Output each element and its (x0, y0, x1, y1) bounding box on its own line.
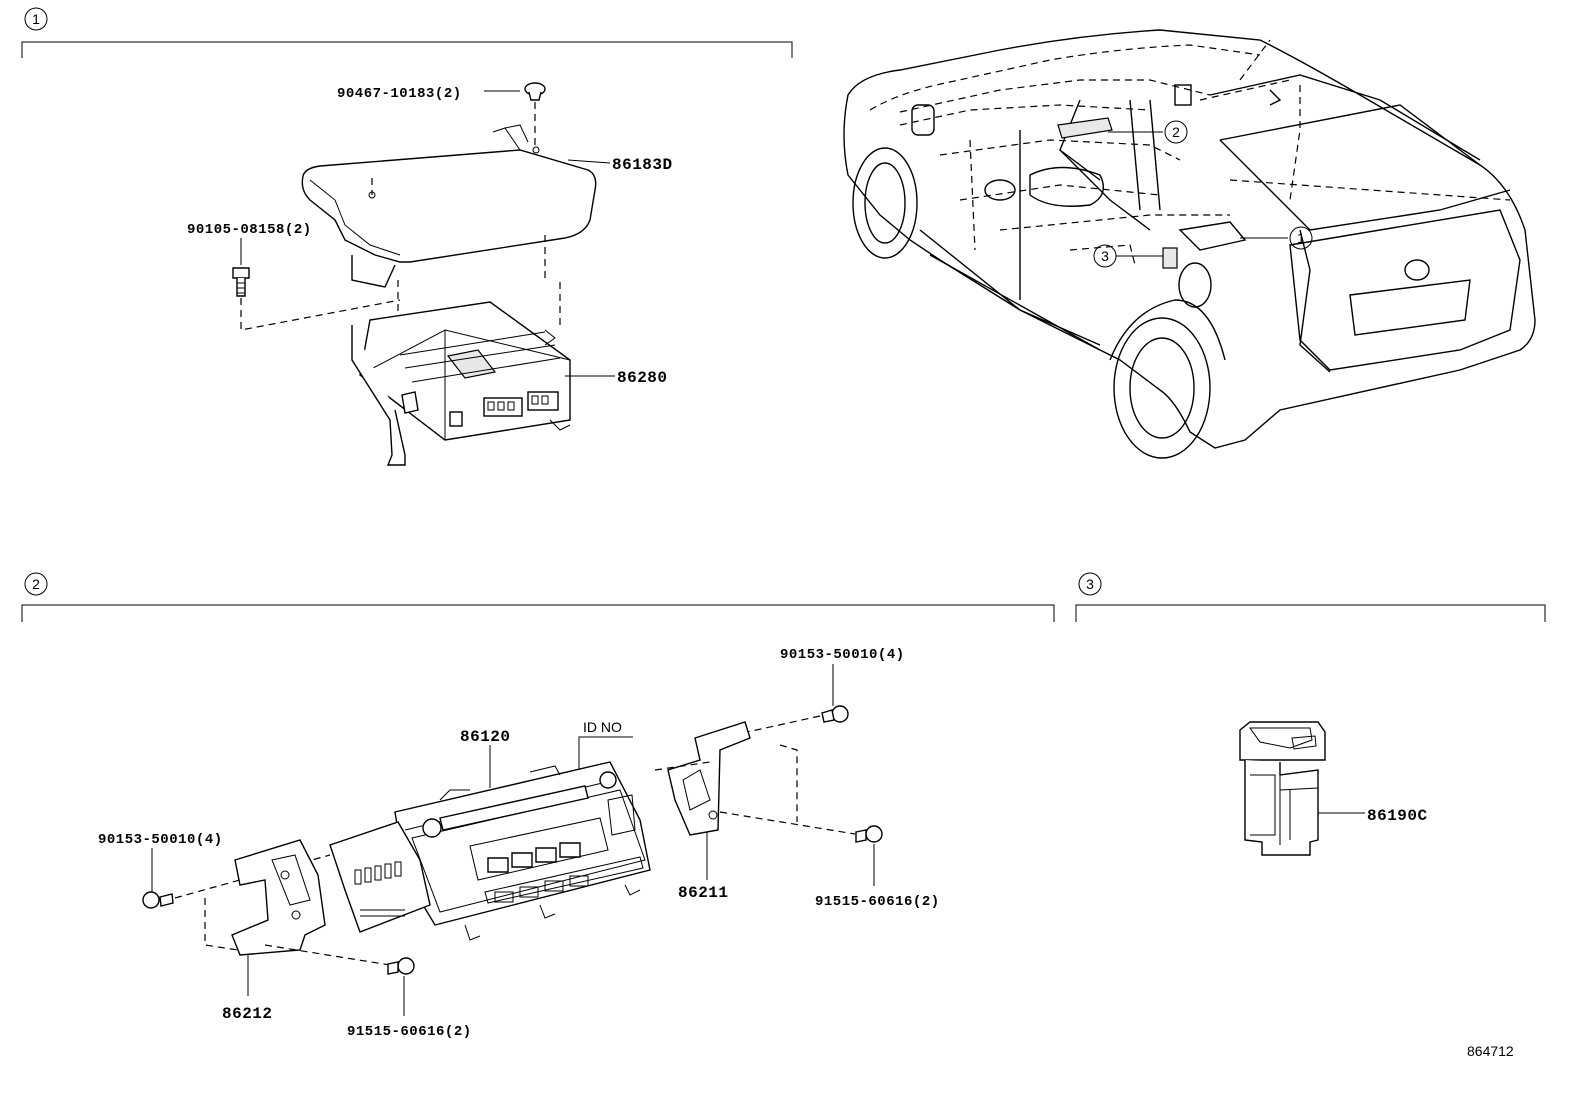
section-3-marker (1078, 572, 1102, 596)
cover-86183D (301, 124, 597, 288)
label-86190C: 86190C (1367, 807, 1428, 825)
section-1-bracket (21, 41, 793, 58)
clip-90467-icon (524, 82, 546, 101)
section-3: 3 86190C (1075, 572, 1546, 856)
module-86280 (351, 301, 571, 466)
section-1-marker (24, 7, 48, 31)
label-90467-10183: 90467-10183(2) (337, 86, 462, 102)
leader-86183D (567, 159, 611, 164)
section-1-number: 1 (32, 11, 40, 27)
car-callout-3-marker (1093, 244, 1117, 268)
car-callout-2-marker (1164, 120, 1188, 144)
label-86211: 86211 (678, 884, 729, 902)
section-3-bracket (1075, 604, 1546, 622)
section-2: 2 90153-50010(4) 86120 ID NO (21, 572, 1055, 1040)
label-id-no: ID NO (583, 719, 622, 735)
label-86120: 86120 (460, 728, 511, 746)
section-2-bracket (21, 604, 1055, 622)
section-2-number: 2 (32, 576, 40, 592)
label-90153-50010-left: 90153-50010(4) (98, 832, 223, 848)
screw-91515-bottom-icon (387, 957, 415, 975)
label-86183D: 86183D (612, 156, 673, 174)
label-90105-08158: 90105-08158(2) (187, 222, 312, 238)
bolt-90153-left-icon (142, 891, 174, 909)
diagram-reference-number: 864712 (1467, 1043, 1514, 1059)
label-90153-50010-right: 90153-50010(4) (780, 647, 905, 663)
section-1: 1 90467-10183(2) 86183D 90105-08158(2) (21, 7, 793, 466)
car-callout-2: 2 (1172, 124, 1180, 140)
bolt-90153-right-icon (821, 705, 849, 723)
radio-head-unit-86120 (329, 761, 651, 941)
section-3-number: 3 (1086, 576, 1094, 592)
bracket-86211 (667, 721, 751, 836)
car-callout-3: 3 (1101, 248, 1109, 264)
bolt-90105-icon (232, 267, 250, 297)
label-86280: 86280 (617, 369, 668, 387)
label-91515-60616-bottom: 91515-60616(2) (347, 1024, 472, 1040)
label-86212: 86212 (222, 1005, 273, 1023)
screw-91515-right-icon (855, 825, 883, 843)
label-91515-60616-right: 91515-60616(2) (815, 894, 940, 910)
switch-86190C (1239, 721, 1326, 856)
car-callout-1-marker (1289, 226, 1313, 250)
car-callouts: 2 1 3 (1093, 120, 1313, 268)
section-2-marker (24, 572, 48, 596)
vehicle-illustration (843, 29, 1536, 459)
car-callout-1: 1 (1297, 230, 1305, 246)
bracket-86212 (231, 839, 326, 956)
